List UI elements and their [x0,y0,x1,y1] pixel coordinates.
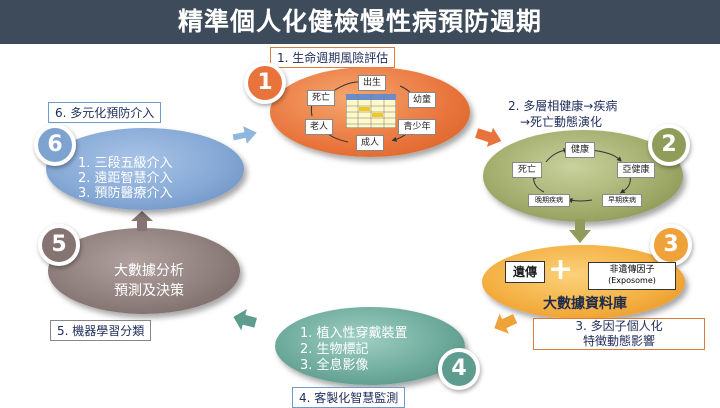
step4-item-3: 3. 全息影像 [300,358,369,373]
spreadsheet-icon [346,94,396,128]
step4-item-2: 2. 生物標記 [300,342,369,357]
step6-badge: 6 [34,124,76,166]
step3-badge: 3 [650,224,692,266]
step5-badge: 5 [38,224,80,266]
step2-label-line2: →死亡動態演化 [520,115,603,129]
genetic-box: 遺傳 [505,261,545,283]
page-title: 精準個人化健檢慢性病預防週期 [177,7,542,36]
step6-label: 6. 多元化預防介入 [48,102,162,123]
node-teen: 青少年 [398,119,436,135]
step6-item-2: 2. 遠距智慧介入 [78,171,173,186]
node-death-2: 死亡 [512,162,542,178]
step5-center-line2: 預測及決策 [114,283,184,299]
step4-item-1: 1. 植入性穿戴裝置 [300,326,408,341]
arrow-5-to-6 [131,211,153,231]
node-late-disease: 晚期疾病 [528,194,570,207]
nongenetic-box: 非遺傳因子 (Exposome) [588,262,676,290]
nongenetic-line2: (Exposome) [608,276,656,285]
node-adult: 成人 [356,135,384,151]
step5-label: 5. 機器學習分類 [50,320,152,341]
node-subhealthy: 亞健康 [617,162,655,178]
node-child: 幼童 [408,92,436,108]
step5-center-line1: 大數據分析 [114,263,184,279]
arrow-4-to-5 [233,309,257,331]
nongenetic-line1: 非遺傳因子 [609,265,655,275]
node-death: 死亡 [307,90,335,106]
node-birth: 出生 [358,75,386,91]
node-healthy: 健康 [565,142,595,158]
step5-ellipse [48,228,240,314]
step6-ellipse [46,128,244,210]
step6-item-1: 1. 三段五級介入 [78,156,173,171]
step4-label: 4. 客製化智慧監測 [292,387,406,408]
node-early-disease: 早期疾病 [602,194,642,207]
plus-sign: + [548,252,574,287]
title-bar [0,0,720,44]
step2-label-line1: 2. 多層相健康→疾病 [508,99,618,113]
step4-badge: 4 [438,348,480,390]
arrow-1-to-2 [475,127,502,147]
node-elder: 老人 [305,119,333,135]
step1-badge: 1 [244,62,286,104]
step3-label-line2: 特徵動態影響 [582,334,655,348]
step2-badge: 2 [648,124,690,166]
step4-ellipse [275,307,465,385]
arrow-3-to-4 [494,313,518,334]
arrow-6-to-1 [232,126,257,144]
step3-label-box: 3. 多因子個人化 特徵動態影響 [533,318,705,350]
arrow-2-to-3 [569,219,591,243]
step3-label-line1: 3. 多因子個人化 [575,319,663,333]
step6-item-3: 3. 預防醫療介入 [78,186,173,201]
bigdata-db-text: 大數據資料庫 [543,296,627,312]
step1-label: 1. 生命週期風險評估 [270,47,396,68]
